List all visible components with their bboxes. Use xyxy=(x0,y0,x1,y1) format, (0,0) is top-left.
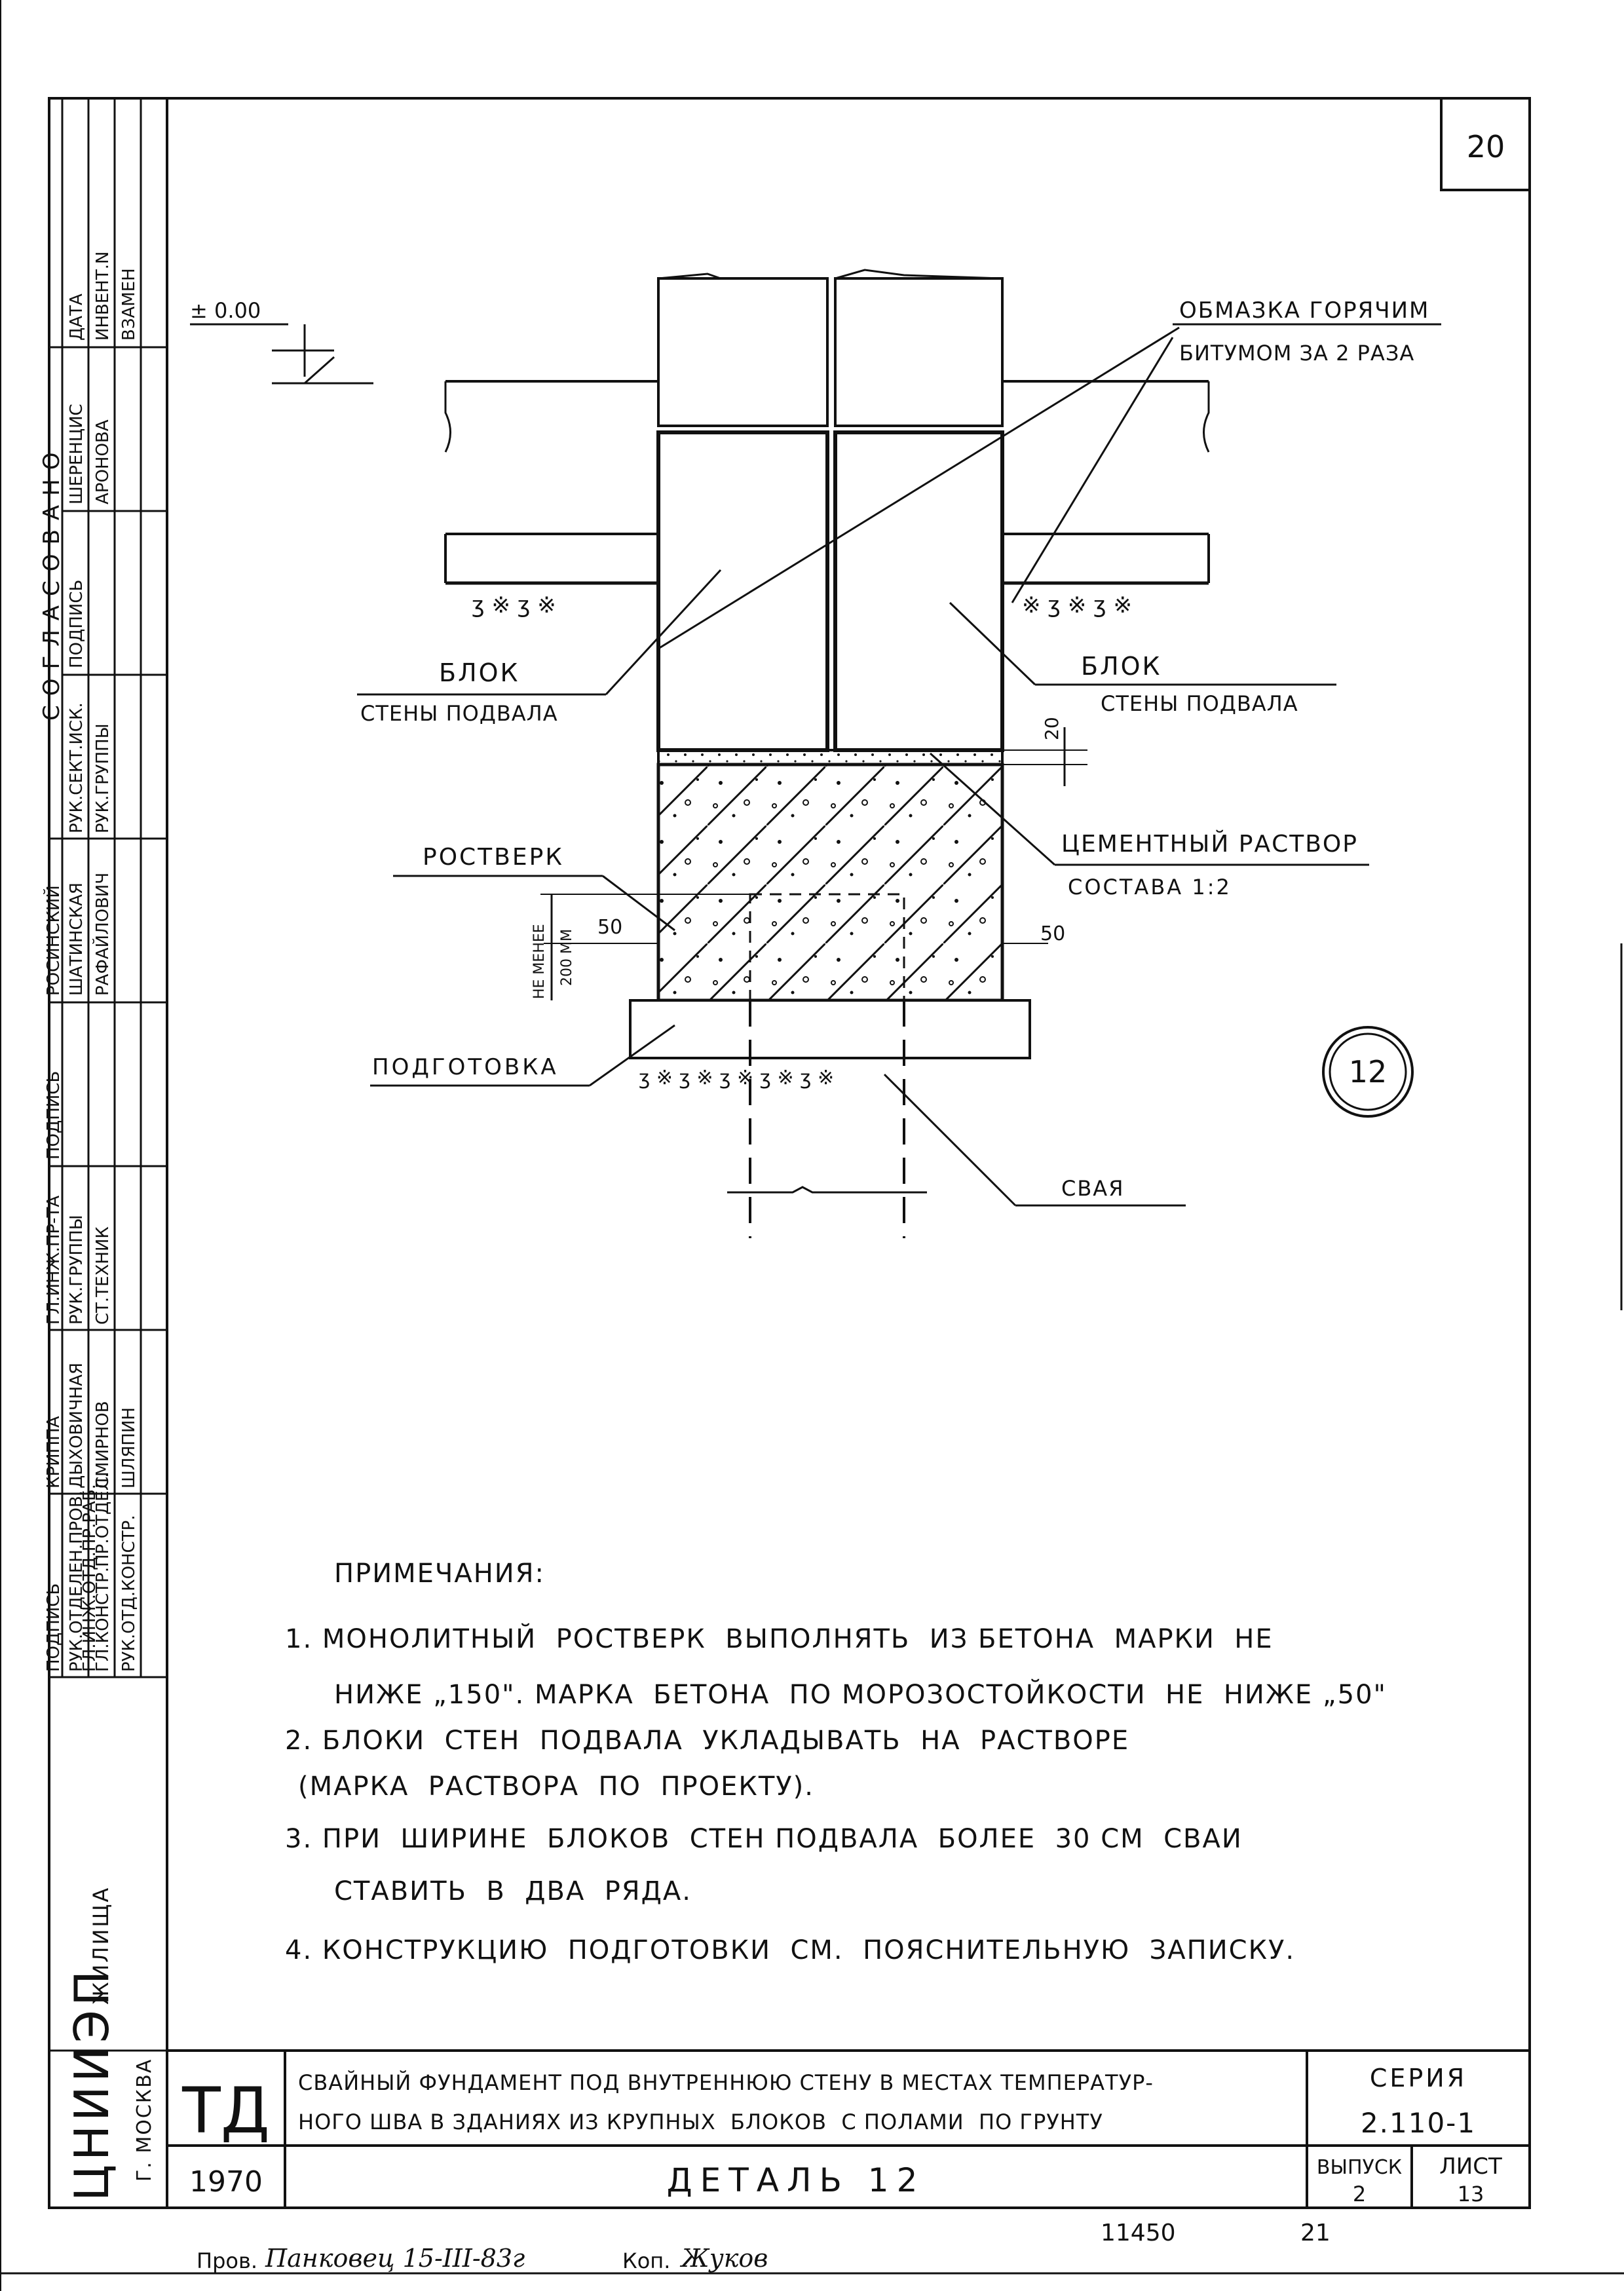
detail-number: 12 xyxy=(1349,1054,1388,1089)
sheet-value: 13 xyxy=(1458,2182,1484,2206)
notes-title: ПРИМЕЧАНИЯ: xyxy=(334,1559,545,1589)
elevation-label: ± 0.00 xyxy=(190,298,261,323)
copy-signature: Жуков xyxy=(679,2244,768,2273)
elevation-mark: ± 0.00 xyxy=(190,298,373,385)
stamp-col9-b: ГЛ.ИНЖ.ОТД.ПР.РАБ. xyxy=(80,1484,100,1672)
stamp-col7-a: КРИППА xyxy=(44,1416,64,1488)
stamp-col3-a: РУК.СЕКТ.ИСК. xyxy=(67,702,86,833)
td-mark: ТД xyxy=(181,2074,270,2148)
title-block: ТД 1970 СВАЙНЫЙ ФУНДАМЕНТ ПОД ВНУТРЕННЮЮ… xyxy=(167,2049,1530,2208)
footer-num-right: 21 xyxy=(1300,2220,1331,2246)
stamp-col8-a: ПОДПИСЬ xyxy=(44,1583,64,1672)
issue-value: 2 xyxy=(1353,2182,1366,2206)
stamp-col7-d: ШЛЯПИН xyxy=(119,1407,139,1488)
label-block-left-1: БЛОК xyxy=(439,658,520,687)
stamp-col4-b: ШАТИНСКАЯ xyxy=(67,882,86,996)
series-label: СЕРИЯ xyxy=(1370,2064,1467,2092)
stamp-col2-a: ПОДПИСЬ xyxy=(67,580,86,668)
checked-signature: Панковец 15-III-83г xyxy=(265,2244,525,2273)
stamp-col7-c: СМИРНОВ xyxy=(93,1401,113,1488)
footer: 11450 21 Пров. Панковец 15-III-83г Коп. … xyxy=(197,2220,1331,2273)
note-line-6: СТАВИТЬ В ДВА РЯДА. xyxy=(334,1876,692,1906)
note-line-3: 2. БЛОКИ СТЕН ПОДВАЛА УКЛАДЫВАТЬ НА РАСТ… xyxy=(285,1726,1129,1756)
year: 1970 xyxy=(189,2165,263,2199)
notes: ПРИМЕЧАНИЯ: 1. МОНОЛИТНЫЙ РОСТВЕРК ВЫПОЛ… xyxy=(285,1559,1387,1965)
stamp-inv: ИНВЕНТ.N xyxy=(93,252,113,341)
note-line-7: 4. КОНСТРУКЦИЮ ПОДГОТОВКИ СМ. ПОЯСНИТЕЛЬ… xyxy=(285,1935,1295,1965)
title-line-1: СВАЙНЫЙ ФУНДАМЕНТ ПОД ВНУТРЕННЮЮ СТЕНУ В… xyxy=(298,2070,1154,2095)
stamp-col4-a: РОСИНСКИЙ xyxy=(43,885,64,996)
foundation-detail: ± 0.00 ʒ ※ ʒ ※ ※ ʒ ※ ʒ ※ xyxy=(190,269,1441,1238)
label-block-right-1: БЛОК xyxy=(1081,652,1162,681)
title-line-2: НОГО ШВА В ЗДАНИЯХ ИЗ КРУПНЫХ БЛОКОВ С П… xyxy=(298,2110,1103,2134)
svg-text:※ ʒ ※ ʒ ※: ※ ʒ ※ ʒ ※ xyxy=(1022,592,1132,618)
stamp-col6-a: ГЛ.ИНЖ.ПР-ТА xyxy=(44,1196,64,1325)
svg-text:ʒ ※ ʒ ※ ʒ ※ ʒ ※ ʒ ※: ʒ ※ ʒ ※ ʒ ※ ʒ ※ ʒ ※ xyxy=(639,1067,834,1089)
detail-title: ДЕТАЛЬ 12 xyxy=(667,2161,926,2199)
stamp-col1-a: ШЕРЕНЦИС xyxy=(67,404,86,504)
series-value: 2.110-1 xyxy=(1361,2107,1476,2139)
sheet-label: ЛИСТ xyxy=(1439,2153,1502,2180)
label-mortar-2: СОСТАВА 1:2 xyxy=(1068,875,1232,899)
stamp-vzamen: ВЗАМЕН xyxy=(119,268,139,341)
org-logo: ЦНИИЭП xyxy=(64,1967,119,2201)
footer-num-left: 11450 xyxy=(1101,2220,1176,2246)
label-mortar-1: ЦЕМЕНТНЫЙ РАСТВОР xyxy=(1061,830,1358,858)
stamp-col9-d: РУК.ОТД.КОНСТР. xyxy=(119,1515,139,1672)
stamp-col6-c: СТ.ТЕХНИК xyxy=(93,1226,113,1325)
note-line-4: (МАРКА РАСТВОРА ПО ПРОЕКТУ). xyxy=(298,1771,814,1802)
label-dim-50-right: 50 xyxy=(1040,922,1065,945)
label-bedding: ПОДГОТОВКА xyxy=(372,1054,559,1080)
label-grillage: РОСТВЕРК xyxy=(423,844,564,871)
svg-text:ʒ ※ ʒ ※: ʒ ※ ʒ ※ xyxy=(472,592,556,618)
label-coating-2: БИТУМОМ ЗА 2 РАЗА xyxy=(1179,341,1414,366)
page-number: 20 xyxy=(1467,129,1505,164)
stamp-col6-b: РУК.ГРУППЫ xyxy=(67,1215,86,1325)
label-pile: СВАЯ xyxy=(1061,1176,1124,1201)
stamp-agreed: СОГЛАСОВАНО xyxy=(39,444,65,721)
note-line-5: 3. ПРИ ШИРИНЕ БЛОКОВ СТЕН ПОДВАЛА БОЛЕЕ … xyxy=(285,1824,1243,1854)
checked-label: Пров. xyxy=(197,2248,257,2273)
org-name: ЖИЛИЩА xyxy=(88,1886,113,2005)
issue-label: ВЫПУСК xyxy=(1317,2156,1402,2179)
stamp-date: ДАТА xyxy=(67,293,86,341)
label-coating-1: ОБМАЗКА ГОРЯЧИМ xyxy=(1179,297,1429,324)
stamp-col5-a: ПОДПИСЬ xyxy=(44,1071,64,1160)
note-line-1: 1. МОНОЛИТНЫЙ РОСТВЕРК ВЫПОЛНЯТЬ ИЗ БЕТО… xyxy=(285,1623,1274,1654)
stamp-col9-a: РУК.ОТДЕЛЕН.ПРОВ. xyxy=(67,1490,86,1672)
label-dim-50-left: 50 xyxy=(597,916,622,939)
stamp-col9-c: ГЛ.КОНСТР.ПР.ОТДЕЛ. xyxy=(93,1472,113,1672)
page-number-box: 20 xyxy=(1440,97,1531,191)
label-dim-20: 20 xyxy=(1041,717,1063,740)
stamp-col1-b: АРОНОВА xyxy=(93,419,113,504)
label-min-2: 200 ММ xyxy=(559,929,575,986)
stamp-col4-c: РАФАЙЛОВИЧ xyxy=(92,873,113,996)
label-block-right-2: СТЕНЫ ПОДВАЛА xyxy=(1101,691,1298,716)
side-stamp: ДАТА ИНВЕНТ.N ВЗАМЕН СОГЛАСОВАНО ШЕРЕНЦИ… xyxy=(39,98,167,2201)
label-min-1: НЕ МЕНЕЕ xyxy=(531,924,548,999)
org-city: Г. МОСКВА xyxy=(133,2058,156,2182)
label-block-left-2: СТЕНЫ ПОДВАЛА xyxy=(360,701,558,726)
note-line-2: НИЖЕ „150". МАРКА БЕТОНА ПО МОРОЗОСТОЙКО… xyxy=(334,1678,1387,1710)
copy-label: Коп. xyxy=(622,2248,670,2273)
stamp-col3-b: РУК.ГРУППЫ xyxy=(93,723,113,833)
stamp-col7-b: ДЫХОВИЧНАЯ xyxy=(67,1363,86,1488)
